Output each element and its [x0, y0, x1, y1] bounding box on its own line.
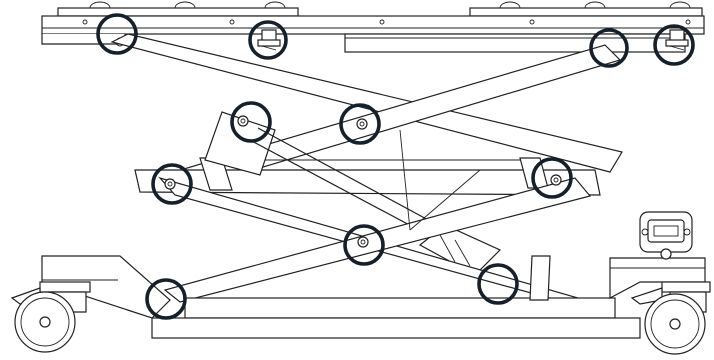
top-slide-rail — [344, 33, 686, 53]
highlight-circle — [248, 20, 288, 60]
lock-mechanism-left — [257, 29, 281, 51]
base-outer-beam — [151, 317, 641, 339]
lock-mechanism-right — [665, 29, 689, 51]
highlight-circle — [589, 28, 629, 68]
highlight-circle — [96, 13, 138, 55]
pivot-bolts — [164, 115, 562, 248]
caster-right — [630, 281, 711, 355]
top-rail-right — [469, 7, 703, 17]
arm-lower-b — [163, 177, 592, 303]
pivot-bolt — [237, 115, 249, 127]
arm-upper-a — [110, 33, 623, 173]
actuator-upper-housing — [204, 111, 276, 176]
pivot-bolt — [356, 118, 368, 130]
top-rail-left — [57, 7, 299, 17]
highlight-circle — [477, 263, 519, 305]
base-left-foot — [41, 255, 171, 319]
lower-scissor-arms — [158, 129, 601, 313]
base-inner-beam — [184, 297, 616, 319]
highlight-circle — [343, 224, 385, 266]
base-stop-block — [529, 255, 551, 301]
highlight-circle — [145, 278, 187, 320]
pivot-bolt — [550, 174, 562, 186]
highlight-circles — [96, 13, 695, 320]
top-rollers — [89, 1, 691, 9]
mid-cross-bar — [134, 157, 601, 196]
caster-left — [10, 281, 91, 353]
highlight-circle — [230, 101, 272, 143]
highlight-circle — [151, 163, 193, 205]
base-frame — [41, 255, 706, 339]
pivot-bolt — [164, 178, 176, 190]
upper-scissor-arms — [110, 33, 623, 193]
caster-left-mount — [39, 281, 91, 293]
highlight-circle — [339, 103, 381, 145]
caster-right-mount — [661, 281, 711, 293]
pivot-bolt — [357, 236, 369, 248]
mid-bar — [134, 169, 601, 196]
control-box — [639, 211, 693, 260]
highlight-circle — [531, 157, 573, 199]
highlight-circle — [653, 24, 695, 66]
